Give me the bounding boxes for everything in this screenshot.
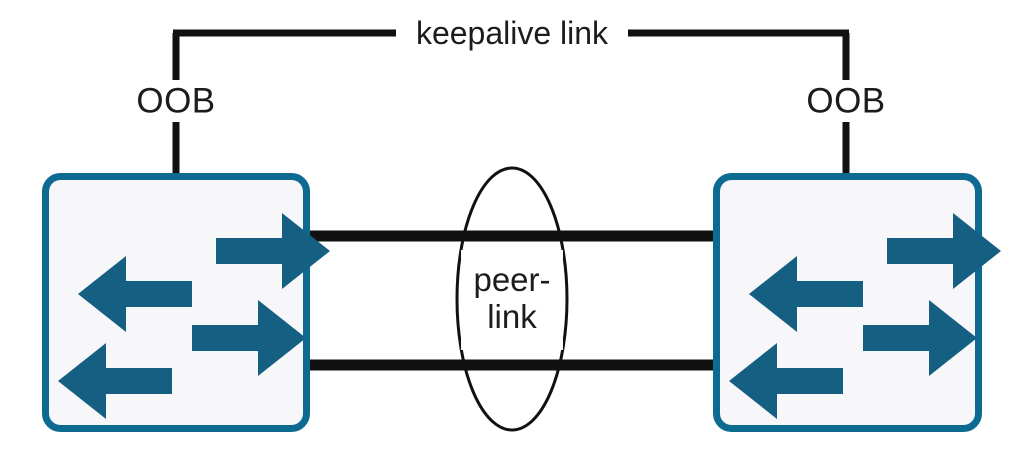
oob-label-left: OOB: [136, 81, 216, 121]
oob-label-right: OOB: [806, 81, 886, 121]
peer-link-label: peer- link: [473, 261, 551, 336]
peer-link-text-backing: [461, 250, 563, 350]
peer-link-label-line1: peer-: [473, 261, 551, 299]
peer-link-label-line2: link: [487, 298, 537, 335]
switch-left[interactable]: [42, 173, 331, 432]
keepalive-link-label: keepalive link: [409, 17, 615, 49]
switch-right[interactable]: [713, 173, 1002, 432]
peer-link-ellipse: [455, 166, 569, 432]
